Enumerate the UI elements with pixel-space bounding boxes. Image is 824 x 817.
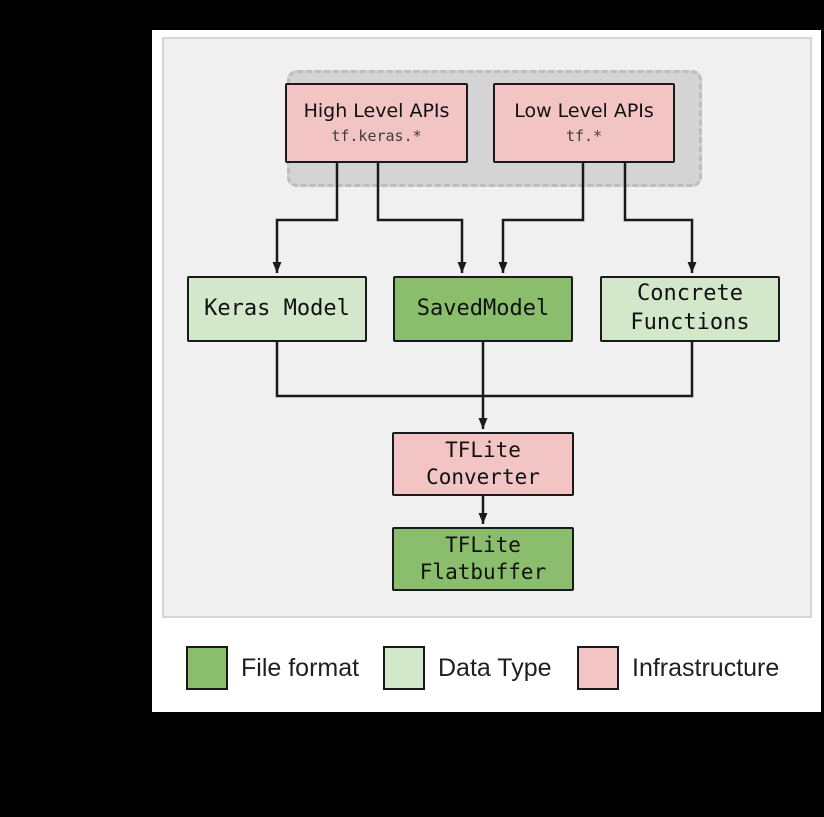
savedmodel-node: SavedModel [393, 276, 573, 342]
legend-item-file-format: File format [186, 646, 359, 690]
high-level-apis-node: High Level APIs tf.keras.* [285, 83, 468, 163]
legend-swatch-infrastructure [577, 646, 619, 690]
tflite-flatbuffer-label: TFLite Flatbuffer [419, 532, 547, 584]
legend-item-infrastructure: Infrastructure [577, 646, 779, 690]
keras-model-node: Keras Model [187, 276, 367, 342]
legend-item-data-type: Data Type [383, 646, 552, 690]
legend-label-infrastructure: Infrastructure [632, 653, 780, 682]
tflite-converter-label: TFLite Converter [426, 437, 540, 489]
tflite-converter-node: TFLite Converter [392, 432, 574, 496]
legend-swatch-file-format [186, 646, 228, 690]
high-level-apis-title: High Level APIs [303, 99, 450, 122]
legend-label-file-format: File format [241, 653, 360, 682]
low-level-apis-node: Low Level APIs tf.* [493, 83, 675, 163]
tflite-flatbuffer-node: TFLite Flatbuffer [392, 527, 574, 591]
high-level-apis-code: tf.keras.* [331, 126, 422, 145]
low-level-apis-code: tf.* [565, 126, 603, 145]
low-level-apis-title: Low Level APIs [514, 99, 654, 122]
concrete-functions-label: Concrete Functions [630, 281, 750, 335]
legend-swatch-data-type [383, 646, 425, 690]
diagram-card: High Level APIs tf.keras.* Low Level API… [152, 30, 821, 712]
concrete-functions-node: Concrete Functions [600, 276, 780, 342]
legend-label-data-type: Data Type [438, 653, 552, 682]
keras-model-label: Keras Model [204, 295, 350, 321]
savedmodel-label: SavedModel [416, 295, 550, 321]
legend: File format Data Type Infrastructure [152, 646, 821, 690]
